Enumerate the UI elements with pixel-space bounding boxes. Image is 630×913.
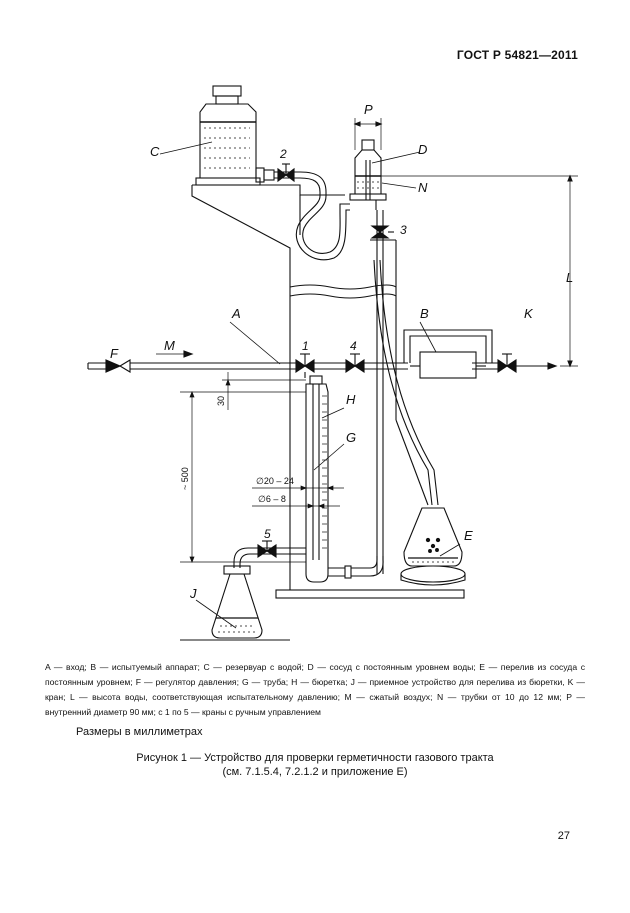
dimension-offset <box>222 372 306 410</box>
label-n: N <box>418 180 428 195</box>
label-a: A <box>231 306 241 321</box>
label-g: G <box>346 430 356 445</box>
label-valve-4: 4 <box>350 339 357 353</box>
standard-header: ГОСТ Р 54821—2011 <box>456 48 578 62</box>
label-b: B <box>420 306 429 321</box>
units-note: Размеры в миллиметрах <box>76 726 203 738</box>
page-number: 27 <box>557 830 570 842</box>
label-c: C <box>150 144 160 159</box>
column-body <box>289 239 429 590</box>
constant-level-vessel-d <box>349 139 387 210</box>
figure-legend: A — вход; B — испытуемый аппарат; C — ре… <box>45 662 585 717</box>
device-under-test-b <box>403 329 493 379</box>
reservoir-c <box>195 85 261 186</box>
valve-5-outlet <box>233 540 306 568</box>
label-l: L <box>566 270 573 285</box>
valve-1 <box>295 353 315 378</box>
dimension-l <box>380 174 578 368</box>
overflow-flask-e <box>400 507 466 586</box>
tube-from-d <box>370 210 394 574</box>
label-valve-1: 1 <box>302 339 309 353</box>
burette-scale <box>322 395 327 549</box>
label-m: M <box>164 338 175 353</box>
label-h: H <box>346 392 356 407</box>
burette-h <box>305 375 329 583</box>
overflow-tube-e <box>373 259 439 506</box>
label-p: P <box>364 102 373 117</box>
apparatus-diagram: C 2 P D N 3 L A B K F M 1 4 H G ∅20 – 24… <box>87 85 578 641</box>
receiving-flask-j <box>180 565 290 641</box>
label-k: K <box>524 306 534 321</box>
dimension-diameters <box>252 485 344 509</box>
label-outer-diameter: ∅20 – 24 <box>256 476 294 486</box>
label-f: F <box>110 346 119 361</box>
label-d: D <box>418 142 427 157</box>
label-height: ~ 500 <box>180 467 190 490</box>
label-e: E <box>464 528 473 543</box>
valve-4 <box>345 353 365 374</box>
shelf-bracket <box>191 184 345 300</box>
figure-caption-title: Рисунок 1 — Устройство для проверки герм… <box>136 752 494 764</box>
figure-caption-reference: (см. 7.1.5.4, 7.2.1.2 и приложение Е) <box>222 766 408 778</box>
pressure-regulator-f <box>105 359 131 373</box>
connector-c-to-d <box>255 167 350 261</box>
dimension-p <box>353 118 383 150</box>
label-valve-5: 5 <box>264 527 271 541</box>
label-j: J <box>189 586 197 601</box>
dimension-height <box>180 391 306 563</box>
valve-k <box>497 353 517 374</box>
label-offset: 30 <box>216 396 226 406</box>
arrow-m <box>156 350 194 358</box>
label-valve-3: 3 <box>400 223 407 237</box>
label-inner-diameter: ∅6 – 8 <box>258 494 286 504</box>
leader-lines <box>159 141 461 629</box>
gas-line <box>87 362 558 370</box>
valve-2 <box>277 163 295 183</box>
label-valve-2: 2 <box>279 147 287 161</box>
u-tube-bottom <box>328 556 384 579</box>
base-plate <box>275 589 465 599</box>
